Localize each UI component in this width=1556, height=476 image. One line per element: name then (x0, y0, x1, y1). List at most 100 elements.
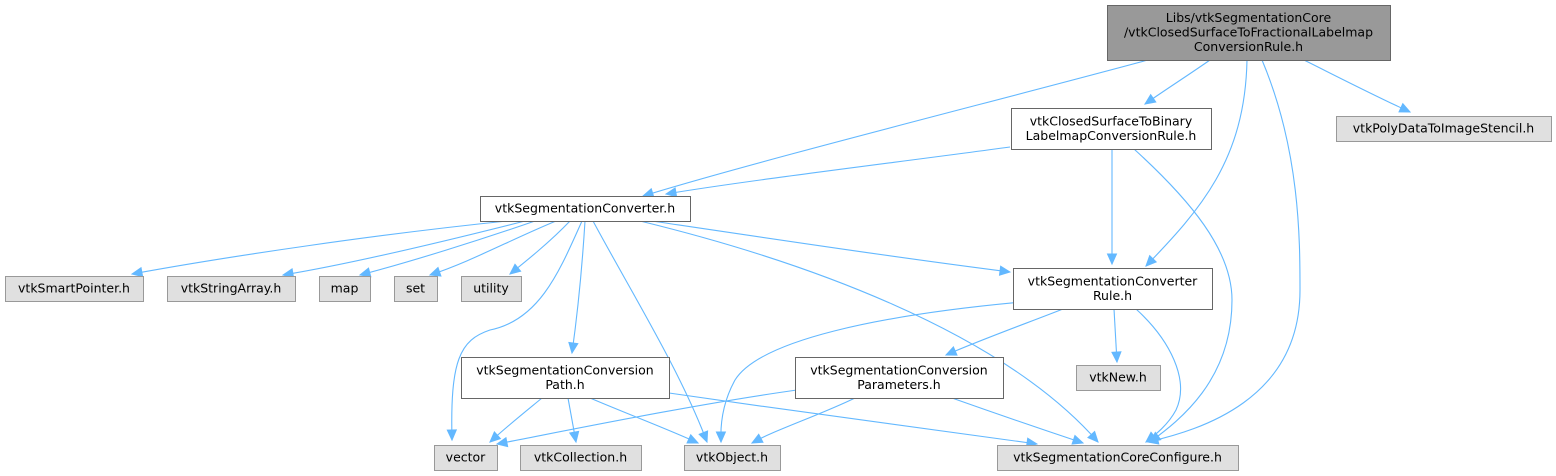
edge-conversionParams-to-coreConfigure (951, 397, 1085, 445)
node-converter[interactable]: vtkSegmentationConverter.h (480, 196, 691, 222)
edge-binaryRule-to-converterRule (1106, 149, 1118, 266)
node-polyStencil: vtkPolyDataToImageStencil.h (1336, 116, 1552, 142)
node-box (795, 357, 1004, 399)
edge-root-to-polyStencil (1303, 59, 1412, 113)
edge-converterRule-to-object (715, 301, 1023, 444)
node-object: vtkObject.h (684, 445, 781, 471)
node-box (520, 445, 642, 471)
edge-root-to-converterRule (1145, 59, 1248, 267)
node-label: vtkSegmentationConversion (810, 362, 987, 377)
edge-conversionPath-to-vector (489, 397, 543, 443)
node-box (1107, 5, 1391, 61)
arrowhead-converter-to-converterRule (998, 265, 1012, 276)
arrowhead-conversionPath-to-object (686, 433, 700, 444)
node-set: set (394, 276, 438, 302)
edge-line (1135, 308, 1181, 443)
arrowhead-converterRule-to-conversionParams (944, 345, 958, 356)
edge-line (945, 308, 1064, 356)
edge-converter-to-map (358, 220, 536, 278)
node-box (997, 445, 1239, 471)
edge-line (496, 389, 798, 445)
node-label: set (406, 281, 425, 296)
arrowhead-root-to-polyStencil (1398, 102, 1412, 113)
edge-line (720, 301, 1023, 443)
node-box (480, 196, 691, 222)
node-box (1076, 365, 1161, 391)
node-utility: utility (461, 276, 522, 302)
node-label: Libs/vtkSegmentationCore (1166, 10, 1332, 25)
edge-binaryRule-to-converter (664, 146, 1011, 198)
edge-converterRule-to-vtkNew (1111, 308, 1122, 364)
edge-line (639, 220, 1099, 443)
arrowhead-binaryRule-to-converterRule (1106, 253, 1118, 266)
node-label: Parameters.h (857, 377, 940, 392)
edge-conversionPath-to-collection (567, 397, 580, 444)
edge-converter-to-smartPointer (130, 220, 508, 278)
edge-converter-to-object (592, 220, 709, 444)
node-box (319, 276, 371, 302)
node-label: vector (446, 450, 487, 465)
node-vtkNew: vtkNew.h (1076, 365, 1161, 391)
arrowhead-converter-to-vector (446, 429, 458, 442)
edge-line (1133, 148, 1233, 443)
edge-line (359, 220, 536, 276)
edge-conversionPath-to-object (589, 397, 700, 444)
edge-line (751, 397, 856, 444)
arrowhead-converter-to-smartPointer (130, 266, 144, 278)
edge-converter-to-coreConfigure (639, 220, 1099, 443)
node-binaryRule[interactable]: vtkClosedSurfaceToBinaryLabelmapConversi… (1011, 108, 1212, 150)
edge-converter-to-set (428, 220, 557, 277)
node-box (1013, 268, 1213, 310)
edge-line (1144, 59, 1211, 105)
node-box (461, 276, 522, 302)
arrowhead-converter-to-map (358, 267, 372, 278)
edge-line (282, 220, 526, 276)
edge-line (1303, 59, 1411, 113)
edge-converter-to-converterRule (651, 220, 1012, 276)
node-label: vtkCollection.h (534, 450, 627, 465)
edge-converter-to-conversionPath (568, 220, 586, 355)
edge-converterRule-to-coreConfigure (1135, 308, 1181, 443)
node-box (461, 357, 670, 399)
arrowhead-converter-to-object (698, 430, 709, 444)
edge-line (1147, 59, 1301, 443)
node-label: Path.h (545, 377, 584, 392)
node-label: utility (473, 281, 509, 296)
edge-line (451, 220, 583, 441)
node-root: Libs/vtkSegmentationCore/vtkClosedSurfac… (1107, 5, 1391, 61)
edge-converter-to-stringArray (281, 220, 526, 279)
edge-line (642, 59, 1149, 197)
edge-line (665, 146, 1011, 195)
arrowhead-converterRule-to-object (715, 431, 727, 444)
arrowhead-converter-to-conversionPath (568, 341, 579, 355)
node-label: vtkNew.h (1089, 370, 1147, 385)
edge-converter-to-vector (446, 220, 583, 442)
arrowhead-converterRule-to-coreConfigure (1145, 431, 1158, 443)
node-label: Rule.h (1093, 288, 1132, 303)
node-label: vtkSegmentationConverter.h (495, 201, 675, 216)
edge-conversionParams-to-object (750, 397, 856, 444)
node-label: vtkSmartPointer.h (18, 281, 130, 296)
node-coreConfigure: vtkSegmentationCoreConfigure.h (997, 445, 1239, 471)
arrowhead-converter-to-coreConfigure (1087, 430, 1099, 443)
arrowhead-converter-to-set (428, 266, 442, 277)
edge-line (131, 220, 508, 275)
node-label: vtkObject.h (696, 450, 768, 465)
node-label: vtkSegmentationCoreConfigure.h (1013, 450, 1222, 465)
node-label: map (331, 281, 359, 296)
node-label: /vtkClosedSurfaceToFractionalLabelmap (1124, 25, 1373, 40)
edge-line (1145, 59, 1248, 267)
edge-line (589, 397, 699, 444)
node-label: vtkPolyDataToImageStencil.h (1353, 121, 1534, 136)
arrowhead-converterRule-to-vtkNew (1111, 351, 1122, 364)
node-box (434, 445, 498, 471)
node-map: map (319, 276, 371, 302)
arrowhead-root-to-binaryRule (1143, 93, 1157, 105)
node-label: LabelmapConversionRule.h (1026, 128, 1197, 143)
arrowhead-conversionParams-to-object (750, 433, 764, 444)
node-label: vtkSegmentationConverter (1028, 273, 1199, 288)
